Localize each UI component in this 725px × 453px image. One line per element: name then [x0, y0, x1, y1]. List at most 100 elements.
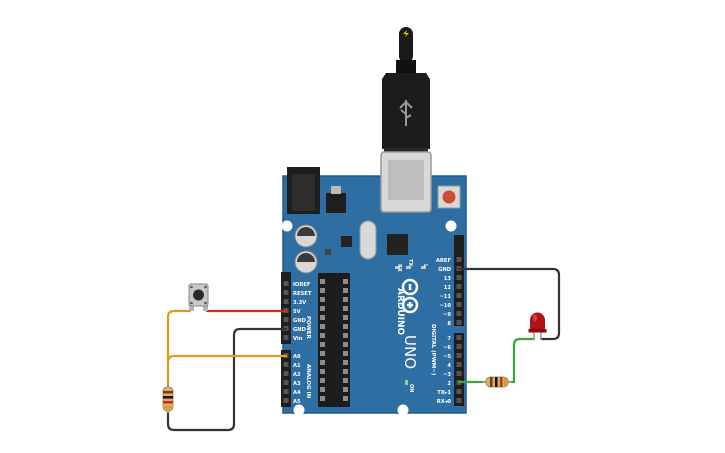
pin-label: A3: [293, 381, 301, 387]
pin-label: 4: [447, 363, 451, 369]
pin-label: Vin: [293, 336, 303, 342]
analog-header: [281, 350, 291, 407]
crystal: [359, 220, 377, 260]
digital-header-label: DIGITAL (PWM~): [430, 324, 436, 376]
chip-pin: [343, 279, 348, 284]
header-pin-hole[interactable]: [456, 311, 462, 316]
pin-label: RESET: [293, 291, 312, 297]
pin-label: 13: [444, 276, 452, 282]
arduino-logo-icon: [401, 278, 419, 314]
header-pin-hole[interactable]: [283, 335, 289, 340]
header-pin-hole[interactable]: [456, 371, 462, 376]
header-pin-hole[interactable]: [283, 398, 289, 403]
chip-pin: [320, 387, 325, 392]
header-pin-hole[interactable]: [456, 293, 462, 298]
pin-label: A0: [293, 354, 301, 360]
header-pin-hole[interactable]: [456, 362, 462, 367]
analog-header-label: ANALOG IN: [305, 364, 311, 399]
model-label: UNO: [401, 335, 419, 369]
chip-pin: [320, 342, 325, 347]
pin-label: 5V: [293, 309, 301, 315]
resistor-icon[interactable]: [162, 383, 174, 413]
digital-pin-labels-bottom: 7 ~6 ~5 4 ~3 2 TX▸1 RX◂0: [437, 336, 452, 405]
chip-pin: [343, 306, 348, 311]
header-pin-hole[interactable]: [283, 317, 289, 322]
chip-pin: [343, 324, 348, 329]
resistor-icon[interactable]: [482, 376, 512, 388]
header-pin-hole[interactable]: [283, 281, 289, 286]
usb-chip: [387, 234, 408, 255]
header-pin-hole[interactable]: [283, 380, 289, 385]
chip-pin: [320, 360, 325, 365]
header-pin-hole[interactable]: [456, 257, 462, 262]
pin-label: ~11: [439, 294, 451, 300]
on-label: ON: [408, 384, 414, 392]
header-pin-hole[interactable]: [456, 344, 462, 349]
pin-label: 7: [447, 336, 451, 342]
brand-label: ARDUINO: [395, 288, 405, 336]
pin-label: A1: [293, 363, 301, 369]
wire-button-resistor[interactable]: [166, 309, 192, 388]
header-pin-hole[interactable]: [456, 398, 462, 403]
analog-pin-labels: A0 A1 A2 A3 A4 A5: [293, 354, 301, 405]
chip-pin: [343, 333, 348, 338]
mounting-hole: [293, 404, 305, 416]
header-pin-hole[interactable]: [283, 371, 289, 376]
header-pin-hole[interactable]: [456, 389, 462, 394]
chip-pin: [343, 297, 348, 302]
pin-label: IOREF: [293, 282, 311, 288]
pin-label: 3.3V: [293, 300, 306, 306]
power-header-label: POWER: [305, 316, 311, 340]
pushbutton-icon[interactable]: [188, 283, 209, 311]
power-pin-labels: IOREF RESET 3.3V 5V GND GND Vin: [293, 282, 312, 342]
chip-pin: [320, 369, 325, 374]
pin-label: A5: [293, 399, 301, 405]
chip-pin: [343, 315, 348, 320]
header-pin-hole[interactable]: [456, 275, 462, 280]
chip-pin: [320, 315, 325, 320]
digital-header-bottom: [454, 333, 464, 406]
header-pin-hole[interactable]: [283, 362, 289, 367]
header-pin-hole[interactable]: [456, 335, 462, 340]
header-pin-hole[interactable]: [456, 302, 462, 307]
mounting-hole: [281, 220, 293, 232]
pin-label: AREF: [436, 258, 452, 264]
chip-pin: [320, 297, 325, 302]
digital-header-top: [454, 235, 464, 326]
pin-label: A2: [293, 372, 301, 378]
digital-pin-labels-top: AREF GND 13 12 ~11 ~10 ~9 8: [436, 258, 452, 327]
pin-label: 8: [447, 321, 451, 327]
header-pin-hole[interactable]: [456, 353, 462, 358]
mounting-hole: [445, 220, 457, 232]
pin-label: GND: [438, 267, 452, 273]
pin-label: ~10: [439, 303, 451, 309]
usb-cable-icon: [382, 27, 430, 156]
chip-pin: [320, 279, 325, 284]
header-pin-hole[interactable]: [456, 320, 462, 325]
pin-label: ~3: [443, 372, 451, 378]
voltage-regulator: [326, 193, 346, 213]
wire-led-gnd[interactable]: [457, 267, 561, 341]
chip-pin: [320, 306, 325, 311]
chip-pin: [343, 351, 348, 356]
wire-a0-signal[interactable]: [166, 354, 288, 364]
led-icon[interactable]: [528, 312, 547, 341]
chip-pin: [320, 396, 325, 401]
chip-pin: [343, 387, 348, 392]
pin-label: ~5: [443, 354, 451, 360]
header-pin-hole[interactable]: [283, 389, 289, 394]
header-pin-hole[interactable]: [283, 299, 289, 304]
pin-label: RX◂0: [437, 399, 452, 405]
chip-pin: [320, 333, 325, 338]
wire-resistor-led[interactable]: [508, 337, 536, 384]
pin-label: GND: [293, 327, 307, 333]
pin-label: A4: [293, 390, 301, 396]
wire-gnd-pulldown[interactable]: [166, 327, 288, 432]
arduino-uno-board: RX TX L ARDUINO UNO ON POWER ANALOG IN D…: [281, 151, 467, 416]
chip-pin: [320, 288, 325, 293]
status-leds: RX TX L: [395, 259, 428, 272]
header-pin-hole[interactable]: [456, 284, 462, 289]
led-label-l: L: [422, 264, 428, 268]
header-pin-hole[interactable]: [283, 290, 289, 295]
